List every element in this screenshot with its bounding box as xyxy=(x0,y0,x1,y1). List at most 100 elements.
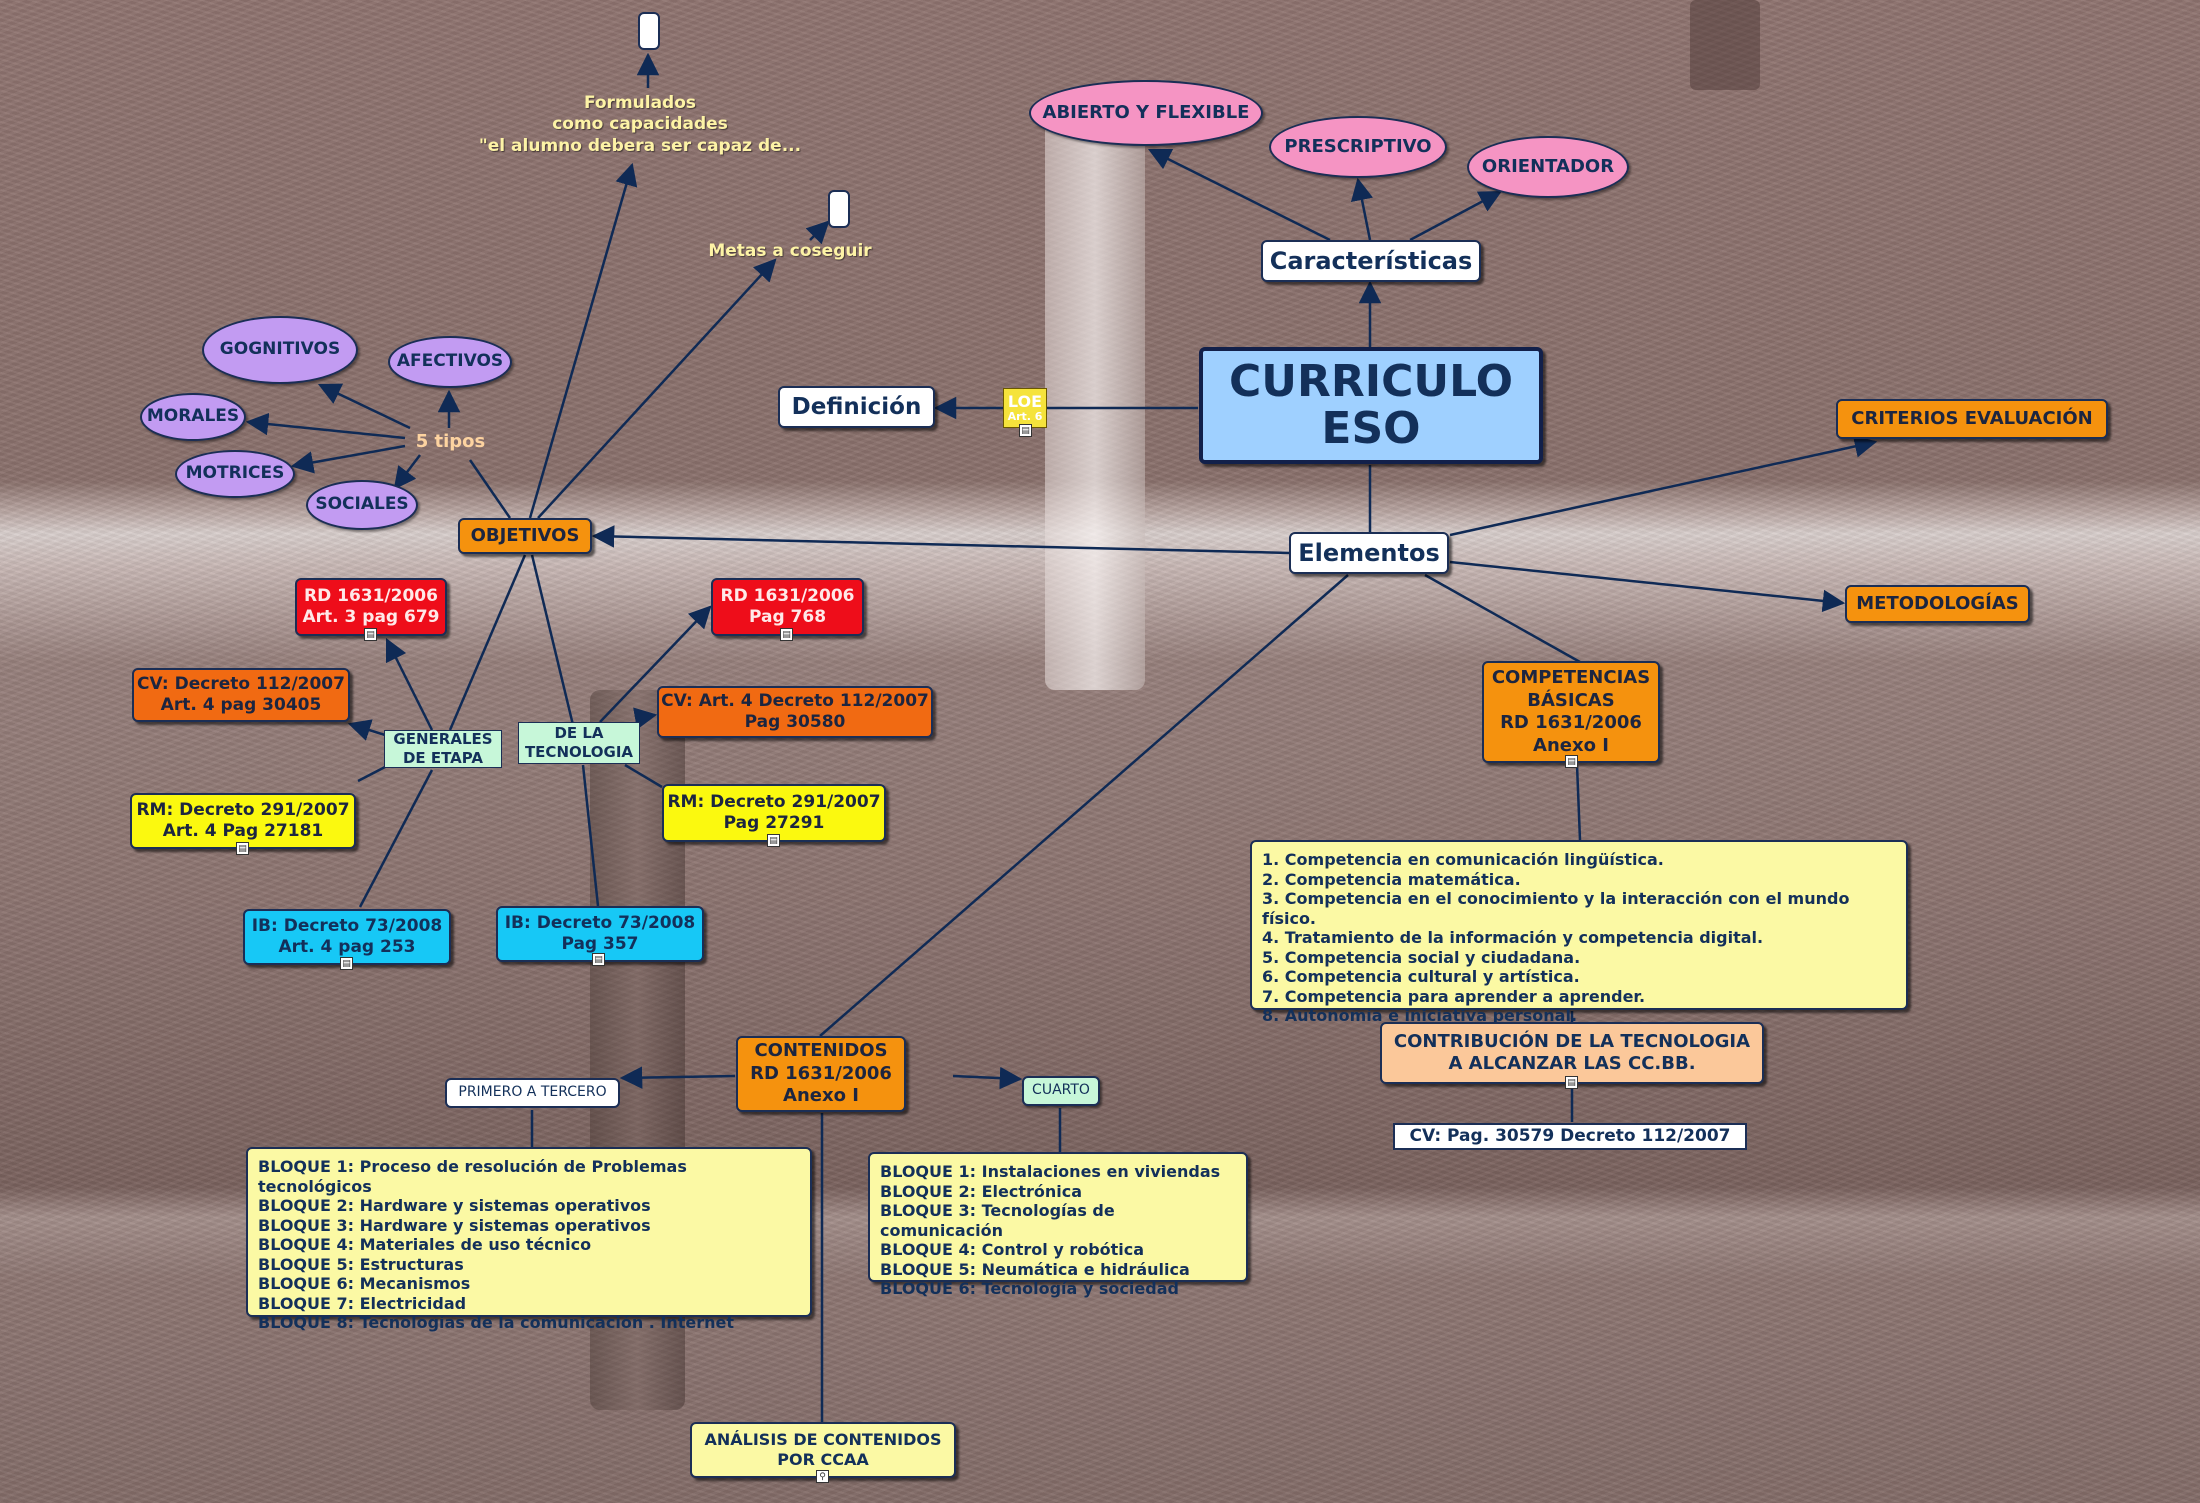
primero-tercero-node[interactable]: PRIMERO A TERCERO xyxy=(445,1078,620,1108)
bloque-item: BLOQUE 8: Tecnologías de la comunicación… xyxy=(258,1313,735,1333)
link-objetivos-formulados xyxy=(528,162,638,519)
link-contenidos-cuarto xyxy=(952,1066,1023,1090)
tec-ref-ib-note-icon[interactable]: ▤ xyxy=(592,953,605,966)
cinco-tipos-label: 5 tipos xyxy=(415,430,486,452)
caracteristicas-node[interactable]: Características xyxy=(1261,240,1481,282)
tag-formulados[interactable] xyxy=(638,12,660,50)
tec-ref-rm-note-icon[interactable]: ▤ xyxy=(767,834,780,847)
competencias-list: 1. Competencia en comunicación lingüísti… xyxy=(1250,840,1908,1025)
oval-motrices[interactable]: MOTRICES xyxy=(175,450,295,498)
link-caract-abierto xyxy=(1147,148,1331,242)
bloque-item: BLOQUE 3: Tecnologías de comunicación xyxy=(880,1201,1115,1240)
center-node[interactable]: CURRICULO ESO xyxy=(1199,347,1543,464)
link-generales-cv xyxy=(347,719,386,741)
competencia-item: 5. Competencia social y ciudadana. xyxy=(1262,947,1581,967)
link-objetivos-metas xyxy=(537,258,777,519)
criterios-evaluacion-node[interactable]: CRITERIOS EVALUACIÓN xyxy=(1836,399,2108,439)
bloque-item: BLOQUE 1: Instalaciones en viviendas xyxy=(880,1162,1221,1181)
link-tecnologia-cv xyxy=(633,707,658,730)
elementos-node[interactable]: Elementos xyxy=(1289,532,1449,574)
link-generales-rd xyxy=(385,637,434,731)
link-caract-orientador xyxy=(1409,190,1502,242)
bloque-item: BLOQUE 5: Estructuras xyxy=(258,1254,464,1274)
link-objetivos-tecnologia xyxy=(530,554,575,726)
formulados-label: Formulados como capacidades "el alumno d… xyxy=(478,93,802,156)
cuarto-node[interactable]: CUARTO xyxy=(1022,1076,1100,1106)
competencia-item: 1. Competencia en comunicación lingüísti… xyxy=(1262,850,1664,869)
competencia-item: 6. Competencia cultural y artística. xyxy=(1262,967,1580,987)
competencia-item: 2. Competencia matemática. xyxy=(1262,869,1521,889)
analisis-attachment-icon[interactable]: ⚲ xyxy=(816,1470,829,1483)
objetivos-node[interactable]: OBJETIVOS xyxy=(458,518,592,554)
contribucion-note-icon[interactable]: ▤ xyxy=(1565,1076,1578,1089)
competencias-note-icon[interactable]: ▤ xyxy=(1565,755,1578,768)
competencia-item: 3. Competencia en el conocimiento y la i… xyxy=(1262,889,1850,928)
bloque-item: BLOQUE 1: Proceso de resolución de Probl… xyxy=(258,1157,687,1196)
link-metas-tag xyxy=(805,220,830,245)
background-clip-top xyxy=(1690,0,1760,90)
link-elementos-criterios xyxy=(1449,435,1878,537)
de-la-tecnologia-node[interactable]: DE LA TECNOLOGIA xyxy=(518,722,640,764)
link-objetivos-5tipos xyxy=(468,459,512,519)
gen-ref-ib[interactable]: IB: Decreto 73/2008 Art. 4 pag 253 xyxy=(243,909,451,965)
tec-ref-cv[interactable]: CV: Art. 4 Decreto 112/2007 Pag 30580 xyxy=(657,686,933,738)
competencia-item: 4. Tratamiento de la información y compe… xyxy=(1262,928,1764,948)
metas-label: Metas a coseguir xyxy=(708,241,872,262)
center-title-line2: ESO xyxy=(1321,402,1421,454)
link-tipos-morales xyxy=(245,412,406,440)
link-objetivos-generales xyxy=(448,554,527,731)
metodologias-node[interactable]: METODOLOGÍAS xyxy=(1845,585,2030,623)
link-generales-rm xyxy=(357,765,386,783)
bloques-primero-tercero: BLOQUE 1: Proceso de resolución de Probl… xyxy=(246,1147,812,1332)
contribucion-cv-ref[interactable]: CV: Pag. 30579 Decreto 112/2007 xyxy=(1393,1123,1747,1150)
link-tipos-gognitivos xyxy=(317,383,411,430)
gen-ref-ib-note-icon[interactable]: ▤ xyxy=(340,957,353,970)
tec-ref-rd[interactable]: RD 1631/2006 Pag 768 xyxy=(711,578,864,636)
tec-ref-ib[interactable]: IB: Decreto 73/2008 Pag 357 xyxy=(496,906,704,962)
center-title-line1: CURRICULO xyxy=(1228,356,1514,408)
oval-gognitivos[interactable]: GOGNITIVOS xyxy=(202,316,358,384)
oval-morales[interactable]: MORALES xyxy=(140,393,246,441)
gen-ref-rd-note-icon[interactable]: ▤ xyxy=(364,628,377,641)
contenidos-node[interactable]: CONTENIDOS RD 1631/2006 Anexo I xyxy=(736,1036,906,1112)
bloque-item: BLOQUE 4: Materiales de uso técnico xyxy=(258,1235,592,1255)
bloques-cuarto: BLOQUE 1: Instalaciones en viviendas BLO… xyxy=(868,1152,1248,1298)
contribucion-node[interactable]: CONTRIBUCIÓN DE LA TECNOLOGIA A ALCANZAR… xyxy=(1380,1022,1764,1084)
bloque-item: BLOQUE 5: Neumática e hidráulica xyxy=(880,1259,1190,1279)
oval-sociales[interactable]: SOCIALES xyxy=(306,480,418,530)
gen-ref-rm-note-icon[interactable]: ▤ xyxy=(236,842,249,855)
loe-badge[interactable]: LOE Art. 6 xyxy=(1003,388,1047,428)
gen-ref-rd[interactable]: RD 1631/2006 Art. 3 pag 679 xyxy=(295,578,447,636)
link-competencias-list xyxy=(1575,764,1582,841)
definicion-node[interactable]: Definición xyxy=(778,386,935,428)
oval-orientador[interactable]: ORIENTADOR xyxy=(1467,136,1629,198)
gen-ref-rm[interactable]: RM: Decreto 291/2007 Art. 4 Pag 27181 xyxy=(130,793,356,849)
bloque-item: BLOQUE 4: Control y robótica xyxy=(880,1240,1145,1260)
bloque-item: BLOQUE 7: Electricidad xyxy=(258,1293,467,1313)
oval-abierto-flexible[interactable]: ABIERTO Y FLEXIBLE xyxy=(1029,80,1263,146)
link-elementos-objetivos xyxy=(591,525,1291,555)
oval-prescriptivo[interactable]: PRESCRIPTIVO xyxy=(1269,116,1447,178)
gen-ref-cv[interactable]: CV: Decreto 112/2007 Art. 4 pag 30405 xyxy=(132,668,350,722)
oval-afectivos[interactable]: AFECTIVOS xyxy=(388,336,512,388)
loe-art: Art. 6 xyxy=(1007,409,1043,423)
tec-ref-rd-note-icon[interactable]: ▤ xyxy=(780,628,793,641)
link-tecnologia-rm xyxy=(624,763,663,789)
bloque-item: BLOQUE 6: Tecnología y sociedad xyxy=(880,1279,1179,1299)
competencias-node[interactable]: COMPETENCIAS BÁSICAS RD 1631/2006 Anexo … xyxy=(1482,661,1660,763)
link-contenidos-primero xyxy=(619,1066,736,1089)
competencia-item: 7. Competencia para aprender a aprender. xyxy=(1262,986,1646,1006)
tec-ref-rm[interactable]: RM: Decreto 291/2007 Pag 27291 xyxy=(662,784,886,842)
link-tecnologia-rd xyxy=(599,605,712,723)
link-caract-prescriptivo xyxy=(1350,177,1374,241)
tag-metas[interactable] xyxy=(828,190,850,228)
competencia-item: 8. Autonomía e iniciativa personal. xyxy=(1262,1006,1578,1026)
loe-label: LOE xyxy=(1007,392,1043,412)
link-elementos-competencias xyxy=(1424,573,1581,664)
link-tipos-motrices xyxy=(290,444,406,474)
bloque-item: BLOQUE 3: Hardware y sistemas operativos xyxy=(258,1215,651,1235)
analisis-contenidos-node[interactable]: ANÁLISIS DE CONTENIDOS POR CCAA xyxy=(690,1422,956,1478)
generales-etapa-node[interactable]: GENERALES DE ETAPA xyxy=(384,730,502,768)
note-icon[interactable]: ▤ xyxy=(1019,424,1032,437)
